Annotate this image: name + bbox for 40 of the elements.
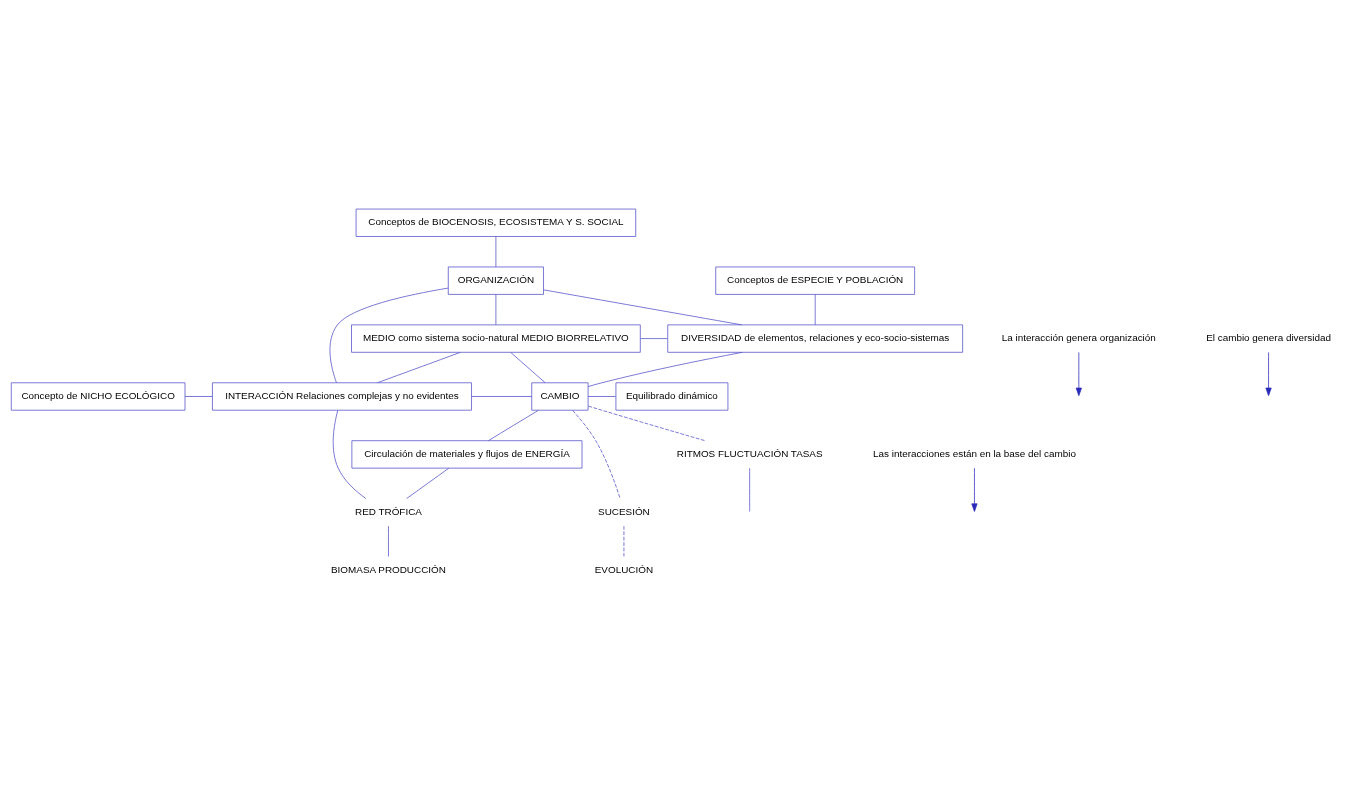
connector [495, 294, 497, 326]
node-box: Circulación de materiales y flujos de ENERGÍA [351, 440, 583, 469]
connector [543, 289, 742, 326]
node-box: DIVERSIDAD de elementos, relaciones y eco-socio-sistemas [667, 324, 963, 353]
node-box: Concepto de NICHO ECOLÓGICO [10, 382, 186, 411]
node-box: MEDIO como sistema socio-natural MEDIO BIORRELATIVO [351, 324, 641, 353]
connector [510, 352, 546, 384]
node-box: Conceptos de BIOCENOSIS, ECOSISTEMA Y S. SOCIAL [355, 208, 637, 237]
node-text: Las interacciones están en la base del cambio [873, 448, 1076, 459]
connector [640, 338, 668, 339]
connector [814, 294, 816, 326]
node-text: SUCESIÓN [598, 505, 650, 517]
node-text: El cambio genera diversidad [1206, 332, 1331, 344]
node-text: RITMOS FLUCTUACIÓN TASAS [676, 448, 823, 459]
node-text: EVOLUCIÓN [594, 563, 654, 575]
node-text: BIOMASA PRODUCCIÓN [331, 563, 446, 575]
node-box: INTERACCIÓN Relaciones complejas y no evidentes [212, 382, 472, 411]
connector [377, 352, 461, 384]
connector [471, 396, 532, 397]
node-box: Equilibrado dinámico [615, 382, 729, 411]
node-text: La interacción genera organización [1001, 332, 1156, 344]
connector [587, 396, 616, 397]
connector [184, 396, 213, 397]
connector [388, 525, 389, 557]
node-box: ORGANIZACIÓN [447, 266, 544, 295]
connector [749, 467, 751, 512]
node-text: RED TRÓFICA [355, 505, 422, 517]
connector [572, 410, 621, 499]
node-box: CAMBIO [531, 382, 589, 411]
connector [488, 409, 539, 441]
connector [495, 236, 497, 268]
arrow [1075, 352, 1082, 397]
arrow [1265, 352, 1272, 397]
arrow [971, 467, 978, 512]
connector [587, 351, 743, 387]
connector [587, 405, 705, 441]
connector [406, 467, 450, 499]
node-box: Conceptos de ESPECIE Y POBLACIÓN [715, 266, 915, 295]
connector [332, 409, 367, 499]
connector [329, 287, 449, 384]
